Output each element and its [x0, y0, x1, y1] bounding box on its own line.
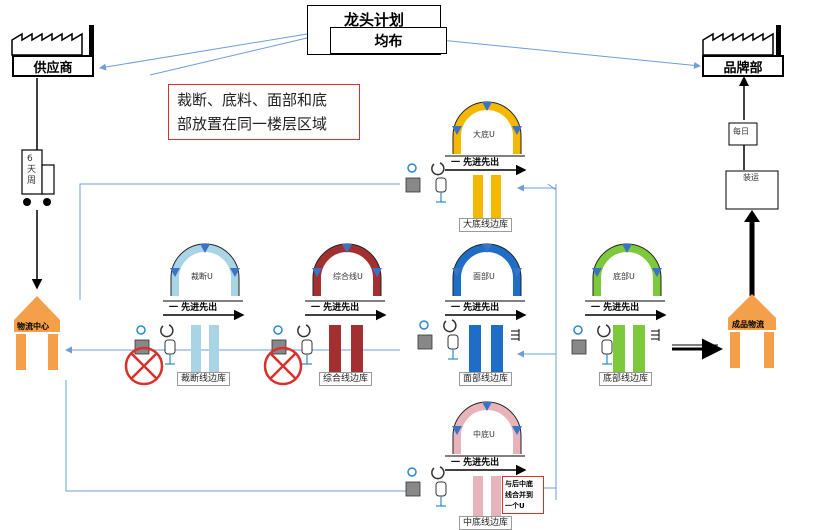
store-label: 中底线边库: [459, 516, 513, 530]
flow-arrow-icon: [170, 268, 180, 277]
inventory-bar: [473, 175, 483, 223]
flow-arrow-icon: [342, 244, 352, 253]
finished-goods-house: [728, 294, 776, 368]
supplier-box: 供应商: [12, 55, 94, 77]
kanban-post-icon: [301, 339, 313, 355]
logistics-center-label: 物流中心: [17, 322, 49, 331]
inventory-bar: [209, 325, 219, 373]
kanban-post-icon: [447, 334, 459, 350]
truck-icon: [21, 149, 55, 206]
flow-arrow-icon: [482, 244, 492, 253]
inventory-bar: [329, 325, 341, 373]
inventory-bar: [491, 325, 503, 373]
prohibited-icon: [124, 346, 164, 386]
fifo-label: 一 先进先出: [451, 303, 500, 313]
inventory-bar: [473, 476, 483, 516]
worker-icon: [405, 177, 421, 193]
fifo-label: 一 先进先出: [311, 303, 360, 313]
inventory-bar: [613, 325, 625, 373]
fifo-label: 一 先进先出: [451, 158, 500, 168]
cycle-icon: [431, 162, 445, 176]
flow-arrow-icon: [452, 126, 462, 135]
eye-icon: [136, 325, 146, 335]
flow-arrow-icon: [512, 268, 522, 277]
factory-icon: [11, 25, 94, 56]
inventory-bar: [191, 325, 201, 373]
flow-arrow-icon: [482, 102, 492, 111]
note-line-2: 部放置在同一楼层区域: [177, 115, 328, 133]
inventory-bar: [633, 325, 645, 373]
u-cell-label: 中底U: [473, 430, 495, 440]
page-subtitle: 均布: [374, 33, 403, 50]
eye-icon: [407, 467, 417, 477]
logistics-center-house: [14, 296, 60, 370]
side-note-line-1: 与后中底: [505, 480, 533, 488]
store-label: 大底线边库: [459, 218, 513, 232]
worker-icon: [571, 339, 587, 355]
u-cell-label: 面部U: [473, 272, 495, 282]
store-label: 综合线边库: [319, 372, 373, 386]
u-cell-label: 裁断U: [191, 272, 213, 282]
cycle-icon: [443, 319, 457, 333]
flow-arrow-icon: [512, 126, 522, 135]
prohibited-icon-slash: [131, 353, 157, 379]
u-cell-label: 大底U: [473, 130, 495, 140]
prohibited-icon-slash: [270, 353, 296, 379]
brand-box: 品牌部: [702, 55, 784, 77]
flow-arrow-icon: [512, 426, 522, 435]
cycle-icon: [431, 466, 445, 480]
prohibited-icon: [263, 346, 303, 386]
page-title: 龙头计划: [343, 11, 404, 29]
u-cell-label: 底部U: [613, 272, 635, 282]
eye-icon: [407, 163, 417, 173]
shipping-label: 装运: [743, 173, 759, 182]
flow-arrow-icon: [592, 268, 602, 277]
daily-label: 每日: [733, 127, 749, 136]
eye-icon: [273, 325, 283, 335]
store-label: 面部线边库: [459, 372, 513, 386]
flow-arrow-icon: [622, 244, 632, 253]
flow-arrow-icon: [652, 268, 662, 277]
factory-icon: [702, 25, 781, 56]
eye-icon: [573, 325, 583, 335]
cycle-icon: [297, 324, 311, 338]
inventory-bar: [491, 476, 501, 516]
kanban-post-icon: [601, 339, 613, 355]
flow-arrow-icon: [452, 426, 462, 435]
cycle-icon: [160, 324, 174, 338]
kanban-post-icon: [435, 177, 447, 193]
inventory-bar: [469, 325, 481, 373]
kanban-post-icon: [435, 481, 447, 497]
inventory-bar: [351, 325, 363, 373]
side-note-line-2: 线合并到: [505, 491, 533, 499]
side-note-line-3: 一个U: [505, 502, 525, 510]
fifo-label: 一 先进先出: [169, 303, 218, 313]
header-subtitle-box: 均布: [330, 27, 447, 54]
fifo-label: 一 先进先出: [591, 303, 640, 313]
side-note-box: 与后中底 线合并到 一个U: [502, 476, 544, 514]
worker-icon: [417, 334, 433, 350]
store-label: 裁断线边库: [177, 372, 231, 386]
flow-arrow-icon: [230, 268, 240, 277]
fifo-label: 一 先进先出: [451, 458, 500, 468]
truck-label: 6天周: [27, 154, 37, 186]
flow-arrow-icon: [312, 268, 322, 277]
u-cell-label: 综合线U: [333, 272, 363, 282]
flow-arrow-icon: [482, 402, 492, 411]
brand-label: 品牌部: [723, 60, 763, 76]
store-label: 底部线边库: [599, 372, 653, 386]
note-line-1: 裁断、底料、面部和底: [177, 91, 328, 109]
flow-arrow-icon: [452, 268, 462, 277]
cycle-icon: [597, 324, 611, 338]
flow-arrow-icon: [372, 268, 382, 277]
inventory-bar: [491, 175, 501, 223]
finished-goods-label: 成品物流: [732, 320, 764, 329]
kanban-post-icon: [164, 339, 176, 355]
eye-icon: [419, 320, 429, 330]
worker-icon: [405, 481, 421, 497]
flow-arrow-icon: [200, 244, 210, 253]
note-box: 裁断、底料、面部和底 部放置在同一楼层区域: [168, 84, 360, 140]
supplier-label: 供应商: [33, 60, 73, 76]
